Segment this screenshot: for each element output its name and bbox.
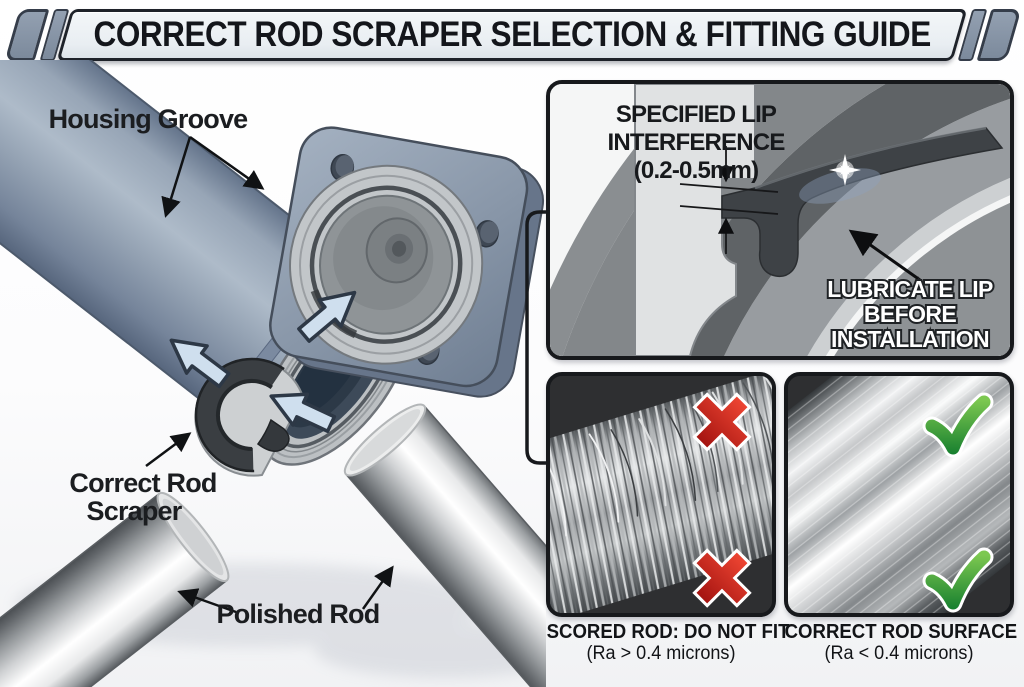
scraper-label-line2: Scraper bbox=[87, 496, 183, 526]
dimension-lines bbox=[679, 146, 779, 254]
lip-interference-panel: SPECIFIED LIP INTERFERENCE (0.2-0.5mm) L… bbox=[546, 80, 1014, 360]
red-x-icon bbox=[692, 392, 752, 452]
banner-bar: CORRECT ROD SCRAPER SELECTION & FITTING … bbox=[56, 9, 968, 61]
housing-groove-label: Housing Groove bbox=[49, 104, 249, 134]
polished-rod-label: Polished Rod bbox=[217, 599, 380, 629]
scraper-cross-section bbox=[721, 126, 1004, 278]
scored-rod-caption: SCORED ROD: DO NOT FIT (Ra > 0.4 microns… bbox=[538, 621, 790, 665]
polished-rod-bottom-left bbox=[0, 491, 230, 687]
scored-rod-panel bbox=[546, 372, 776, 617]
lubricate-text: LUBRICATE LIP BEFORE INSTALLATION bbox=[825, 274, 995, 354]
lubricate-line1: LUBRICATE LIP bbox=[827, 276, 993, 302]
scraper-label-line1: Correct Rod bbox=[69, 468, 216, 498]
diagram-labels: Housing Groove Correct Rod Scraper Polis… bbox=[49, 104, 381, 629]
rod-scraper-ring bbox=[194, 357, 310, 477]
end-cap-flange bbox=[269, 126, 545, 398]
interference-line3: (0.2-0.5mm) bbox=[634, 157, 759, 184]
interference-line2: INTERFERENCE bbox=[607, 129, 785, 156]
scored-caption-title: SCORED ROD: DO NOT FIT bbox=[546, 621, 790, 643]
polished-rod-art bbox=[788, 376, 1010, 613]
approve-marks bbox=[922, 392, 994, 613]
lubricate-line2: BEFORE bbox=[864, 301, 957, 327]
lip-cross-section-art: SPECIFIED LIP INTERFERENCE (0.2-0.5mm) L… bbox=[550, 84, 1010, 356]
scored-rod-art bbox=[550, 376, 772, 613]
green-check-icon bbox=[922, 547, 994, 613]
correct-rod-caption: CORRECT ROD SURFACE (Ra < 0.4 microns) bbox=[776, 621, 1022, 665]
scored-caption-sub: (Ra > 0.4 microns) bbox=[586, 643, 736, 665]
interference-line1: SPECIFIED LIP bbox=[616, 101, 777, 128]
red-x-icon bbox=[692, 548, 752, 608]
leader-lines bbox=[145, 135, 394, 614]
page-title: CORRECT ROD SCRAPER SELECTION & FITTING … bbox=[93, 15, 931, 54]
green-check-icon bbox=[922, 392, 994, 458]
lubricate-line3: INSTALLATION bbox=[831, 326, 989, 352]
correct-caption-sub: (Ra < 0.4 microns) bbox=[824, 643, 974, 665]
reject-marks bbox=[692, 392, 752, 608]
exploded-assembly-illustration: Housing Groove Correct Rod Scraper Polis… bbox=[0, 60, 546, 687]
interference-text: SPECIFIED LIP INTERFERENCE (0.2-0.5mm) bbox=[607, 101, 786, 184]
correct-caption-title: CORRECT ROD SURFACE bbox=[784, 621, 1018, 643]
housing-cross-section bbox=[634, 84, 756, 356]
sparkle-icon bbox=[829, 154, 861, 186]
polished-rod-middle bbox=[343, 403, 546, 687]
lubricate-leader-arrow bbox=[848, 229, 921, 282]
correct-rod-panel bbox=[784, 372, 1014, 617]
polished-rod-surface bbox=[788, 376, 1010, 613]
bore-curves bbox=[550, 84, 1010, 356]
